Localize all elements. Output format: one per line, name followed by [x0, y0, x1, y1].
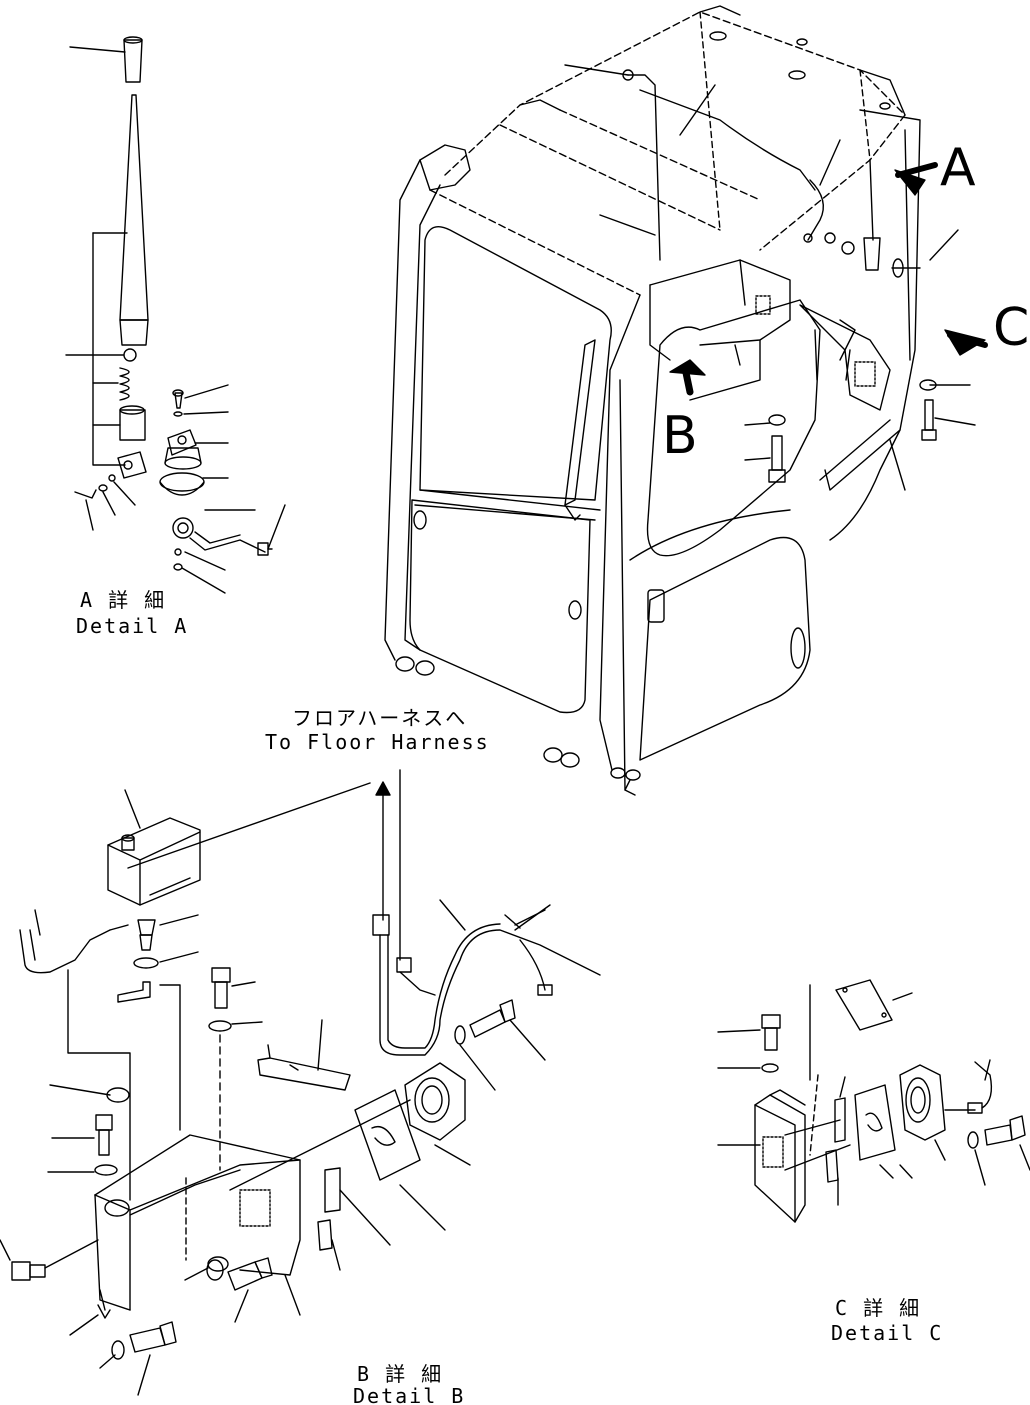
detail-a-title-jp: A 詳 細 [80, 588, 167, 612]
detail-b-title-jp: B 詳 細 [357, 1362, 444, 1386]
detail-a-drawing [65, 36, 286, 594]
view-marker-c: C [993, 298, 1030, 358]
view-marker-b: B [662, 406, 698, 466]
detail-c-title-jp: C 詳 細 [835, 1296, 922, 1320]
detail-c-title-en: Detail C [831, 1321, 944, 1345]
operator-cab-drawing [384, 5, 988, 796]
detail-b-title-en: Detail B [353, 1384, 466, 1405]
detail-c-drawing [717, 979, 1030, 1223]
harness-note-jp: フロアハーネスへ [292, 706, 468, 730]
detail-b-drawing [0, 769, 601, 1396]
harness-note-en: To Floor Harness [265, 730, 490, 754]
detail-a-title-en: Detail A [76, 614, 189, 638]
view-marker-a: A [940, 138, 976, 198]
